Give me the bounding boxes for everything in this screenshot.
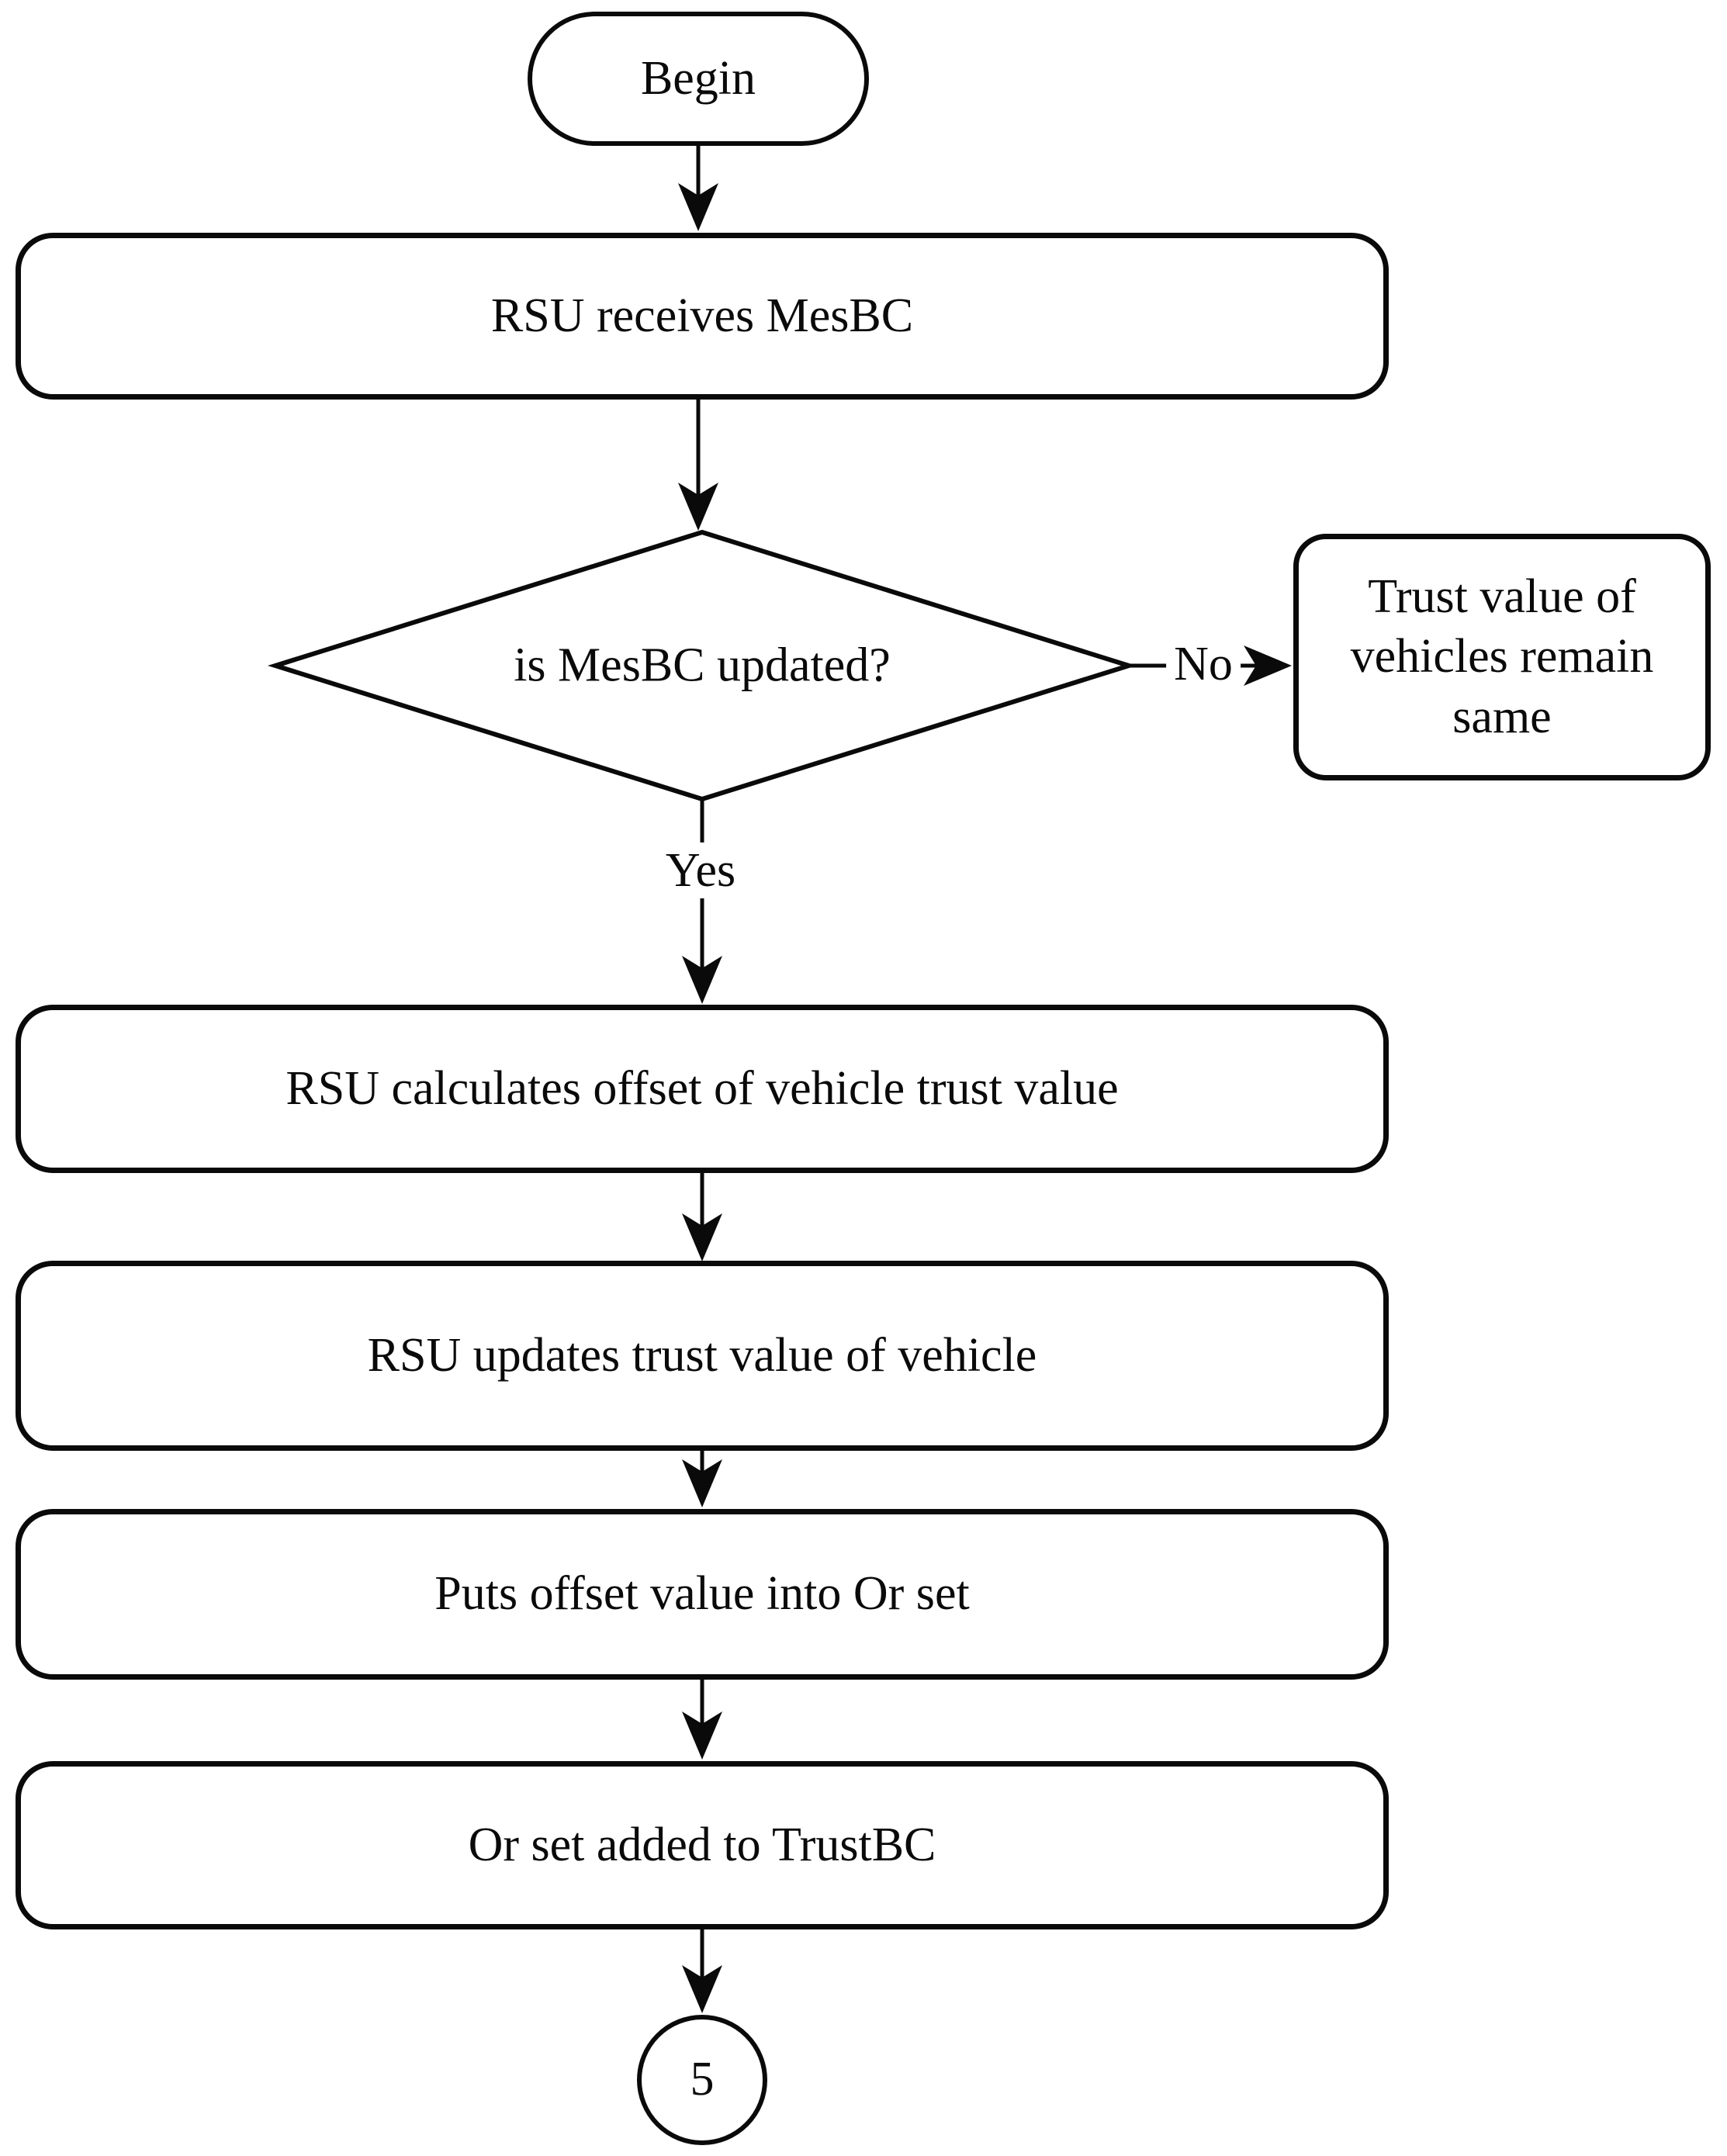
node-trust-value-remain-same: Trust value of vehicles remain same	[1293, 534, 1711, 780]
arrow-addtrustbc-to-connector-head	[682, 1965, 722, 2013]
node-decision-label: is MesBC updated?	[514, 638, 891, 692]
node-puts-offset-into-or-set-label: Puts offset value into Or set	[434, 1567, 970, 1621]
node-rsu-receives-mesbc-label: RSU receives MesBC	[490, 289, 914, 342]
node-puts-offset-into-or-set: Puts offset value into Or set	[16, 1509, 1389, 1680]
node-rsu-receives-mesbc: RSU receives MesBC	[16, 233, 1389, 400]
arrow-begin-to-receive-head	[678, 183, 718, 231]
node-or-set-added-to-trustbc-label: Or set added to TrustBC	[468, 1818, 936, 1871]
node-begin: Begin	[528, 12, 869, 146]
edge-label-yes: Yes	[657, 842, 744, 899]
arrow-no-head	[1244, 645, 1292, 686]
arrow-calculate-to-update-head	[682, 1213, 722, 1261]
arrow-update-to-putoffset-head	[682, 1459, 722, 1507]
node-begin-label: Begin	[640, 51, 756, 105]
arrow-receive-to-decision-head	[678, 483, 718, 531]
edge-label-no: No	[1166, 635, 1241, 693]
arrow-putoffset-to-addtrustbc-head	[682, 1711, 722, 1760]
node-or-set-added-to-trustbc: Or set added to TrustBC	[16, 1761, 1389, 1929]
node-rsu-updates-trust-label: RSU updates trust value of vehicle	[367, 1328, 1037, 1382]
node-trust-value-remain-same-label: Trust value of vehicles remain same	[1350, 569, 1654, 743]
arrow-yes-head	[682, 956, 722, 1004]
node-rsu-calculates-offset-label: RSU calculates offset of vehicle trust v…	[286, 1061, 1119, 1115]
node-connector-5-label: 5	[690, 2053, 715, 2106]
node-rsu-updates-trust: RSU updates trust value of vehicle	[16, 1261, 1389, 1451]
node-rsu-calculates-offset: RSU calculates offset of vehicle trust v…	[16, 1005, 1389, 1173]
node-connector-5: 5	[637, 2015, 767, 2145]
